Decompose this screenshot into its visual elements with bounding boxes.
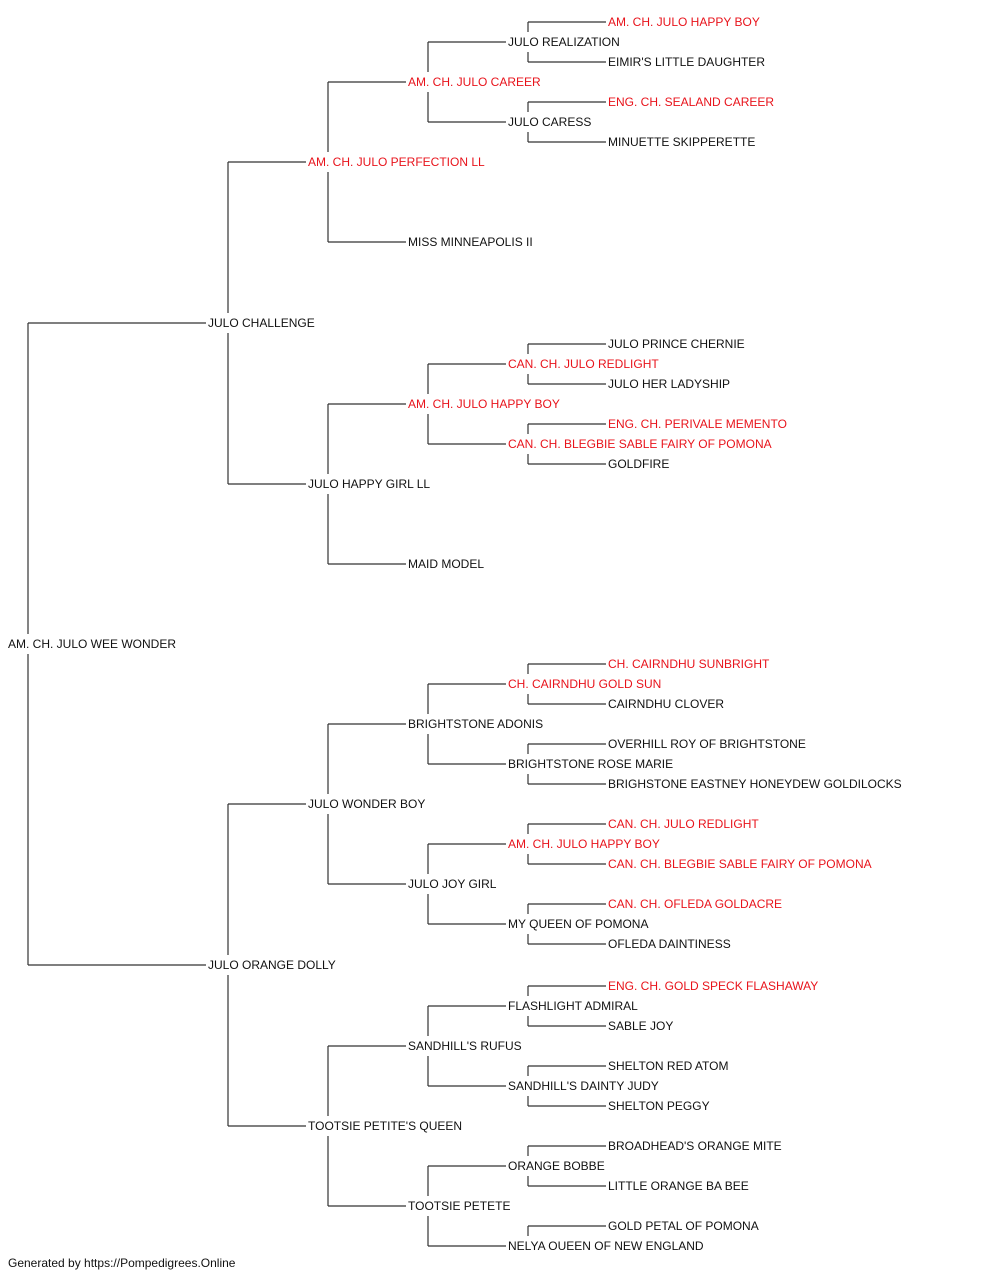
pedigree-name: BRIGHTSTONE ADONIS [408,717,543,731]
pedigree-name: BRIGHSTONE EASTNEY HONEYDEW GOLDILOCKS [608,777,902,791]
pedigree-name: SANDHILL'S DAINTY JUDY [508,1079,659,1093]
pedigree-name: JULO HER LADYSHIP [608,377,730,391]
pedigree-name: ENG. CH. PERIVALE MEMENTO [608,417,787,431]
pedigree-name: SHELTON RED ATOM [608,1059,728,1073]
pedigree-name: AM. CH. JULO HAPPY BOY [608,15,760,29]
pedigree-name: SABLE JOY [608,1019,673,1033]
pedigree-name: AM. CH. JULO WEE WONDER [8,637,176,651]
pedigree-name: MAID MODEL [408,557,484,571]
pedigree-name: CH. CAIRNDHU GOLD SUN [508,677,661,691]
footer-credit: Generated by https://Pompedigrees.Online [8,1256,236,1270]
pedigree-name: AM. CH. JULO PERFECTION LL [308,155,485,169]
pedigree-name: OFLEDA DAINTINESS [608,937,731,951]
pedigree-name: SANDHILL'S RUFUS [408,1039,522,1053]
pedigree-name: BROADHEAD'S ORANGE MITE [608,1139,782,1153]
pedigree-name: MISS MINNEAPOLIS II [408,235,533,249]
pedigree-name: MINUETTE SKIPPERETTE [608,135,755,149]
pedigree-name: CAN. CH. JULO REDLIGHT [608,817,759,831]
pedigree-name: ENG. CH. GOLD SPECK FLASHAWAY [608,979,818,993]
pedigree-name: AM. CH. JULO HAPPY BOY [408,397,560,411]
pedigree-name: JULO HAPPY GIRL LL [308,477,430,491]
pedigree-name: NELYA QUEEN OF NEW ENGLAND [508,1239,704,1250]
pedigree-tree: AM. CH. JULO WEE WONDER JULO CHALLENGE AM.… [8,15,902,1250]
pedigree-name: JULO PRINCE CHERNIE [608,337,745,351]
pedigree-name: CAN. CH. BLEGBIE SABLE FAIRY OF POMONA [508,437,772,451]
pedigree-name: JULO CHALLENGE [208,316,315,330]
pedigree-name: SHELTON PEGGY [608,1099,710,1113]
pedigree-name: CAN. CH. OFLEDA GOLDACRE [608,897,782,911]
pedigree-name: CAN. CH. JULO REDLIGHT [508,357,659,371]
pedigree-name: JULO CARESS [508,115,591,129]
pedigree-name: TOOTSIE PETETE [408,1199,510,1213]
pedigree-name: EIMIR'S LITTLE DAUGHTER [608,55,765,69]
pedigree-name: BRIGHTSTONE ROSE MARIE [508,757,673,771]
pedigree-name: TOOTSIE PETITE'S QUEEN [308,1119,462,1133]
pedigree-name: JULO ORANGE DOLLY [208,958,336,972]
pedigree-name: JULO REALIZATION [508,35,620,49]
pedigree-name: ORANGE BOBBE [508,1159,605,1173]
pedigree-name: AM. CH. JULO HAPPY BOY [508,837,660,851]
pedigree-name: CAIRNDHU CLOVER [608,697,724,711]
pedigree-name: JULO JOY GIRL [408,877,497,891]
pedigree-name: FLASHLIGHT ADMIRAL [508,999,638,1013]
pedigree-name: LITTLE ORANGE BA BEE [608,1179,749,1193]
pedigree-name: JULO WONDER BOY [308,797,425,811]
pedigree-name: GOLD PETAL OF POMONA [608,1219,759,1233]
pedigree-name: CAN. CH. BLEGBIE SABLE FAIRY OF POMONA [608,857,872,871]
pedigree-name: MY QUEEN OF POMONA [508,917,648,931]
pedigree-name: CH. CAIRNDHU SUNBRIGHT [608,657,770,671]
pedigree-name: GOLDFIRE [608,457,669,471]
pedigree-name: ENG. CH. SEALAND CAREER [608,95,774,109]
pedigree-name: OVERHILL ROY OF BRIGHTSTONE [608,737,806,751]
pedigree-name: AM. CH. JULO CAREER [408,75,541,89]
